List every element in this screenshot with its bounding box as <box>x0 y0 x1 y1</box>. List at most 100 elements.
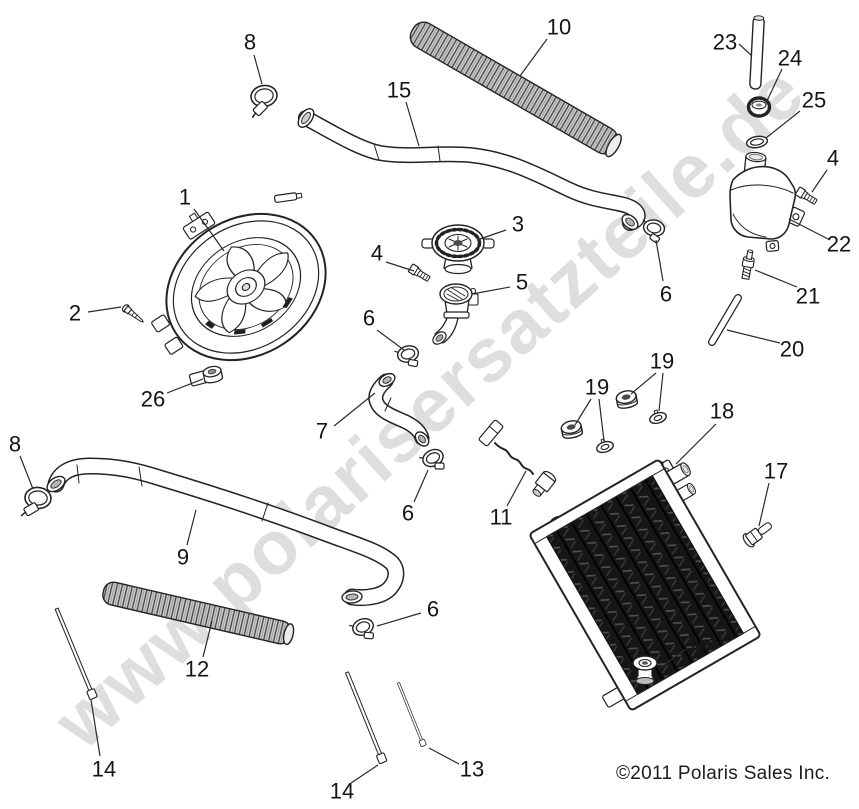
callout-leader-22 <box>788 218 829 240</box>
callout-8: 8 <box>244 30 256 55</box>
callout-leader-8 <box>19 455 34 490</box>
callout-24: 24 <box>778 46 802 71</box>
callout-leader-19 <box>598 398 605 442</box>
mount-grommet <box>559 418 584 441</box>
callout-leader-16 <box>659 648 687 669</box>
mount-washer <box>646 407 669 427</box>
callout-6: 6 <box>402 501 414 526</box>
callout-leader-13 <box>428 747 460 765</box>
coolant-temp-sensor <box>478 419 557 497</box>
callout-17: 17 <box>764 459 788 484</box>
callout-leader-18 <box>675 423 717 465</box>
corrugated-conduit-lower <box>102 581 295 646</box>
callout-14: 14 <box>330 779 354 804</box>
callout-6: 6 <box>363 306 375 331</box>
callout-4: 4 <box>371 241 383 266</box>
overflow-hose <box>708 294 742 346</box>
cable-tie-short <box>395 681 427 748</box>
fan-mount-bolt <box>121 304 144 323</box>
callout-leader-10 <box>519 38 548 77</box>
callout-leader-11 <box>506 470 527 507</box>
callout-5: 5 <box>516 270 528 295</box>
drain-fitting <box>741 249 755 280</box>
callout-20: 20 <box>780 337 804 362</box>
callout-leader-17 <box>758 482 770 527</box>
coolant-reservoir <box>729 151 806 252</box>
callout-leader-1 <box>193 208 225 252</box>
cable-tie-long <box>342 670 388 765</box>
hose-clamp-small <box>393 342 423 372</box>
callout-16: 16 <box>687 630 711 655</box>
callout-14: 14 <box>92 757 116 782</box>
callout-leader-14 <box>90 699 101 757</box>
hose-clamp-small <box>348 615 379 646</box>
callout-leader-4 <box>385 261 415 272</box>
lower-radiator-hose <box>46 457 405 607</box>
callout-leader-20 <box>726 329 781 344</box>
callout-leader-6 <box>376 329 405 351</box>
callout-leader-15 <box>405 101 420 147</box>
callout-19: 19 <box>585 375 609 400</box>
o-ring <box>745 135 769 149</box>
callout-11: 11 <box>490 505 513 530</box>
callout-leader-14 <box>350 764 379 784</box>
cooling-fan <box>151 192 327 387</box>
callout-leader-25 <box>765 110 801 139</box>
callout-6: 6 <box>427 597 439 622</box>
mount-washer <box>593 436 616 456</box>
callout-leader-7 <box>333 392 376 427</box>
callout-1: 1 <box>179 185 191 210</box>
rubber-mount <box>632 655 658 686</box>
callout-18: 18 <box>710 399 734 424</box>
callout-leader-6 <box>413 469 429 503</box>
callout-10: 10 <box>547 15 571 40</box>
cable-tie-long <box>52 606 99 701</box>
callout-leader-19 <box>574 398 592 426</box>
mount-grommet <box>614 388 639 411</box>
callout-leader-3 <box>479 229 507 240</box>
callout-12: 12 <box>185 657 209 682</box>
fan-blades <box>194 246 289 334</box>
hose-clamp-worm <box>243 82 282 122</box>
radiator <box>529 455 761 711</box>
callout-13: 13 <box>460 757 484 782</box>
radiator-bolt <box>742 522 772 548</box>
coolant-hose-elbow <box>368 372 430 447</box>
callout-4: 4 <box>827 146 839 171</box>
fan-spacer <box>202 365 224 384</box>
callout-leader-8 <box>253 54 263 85</box>
callout-leader-12 <box>202 620 213 658</box>
upper-radiator-hose <box>297 108 646 231</box>
reservoir-cap <box>746 96 772 118</box>
callout-leader-6 <box>655 239 664 282</box>
callout-9: 9 <box>177 545 189 570</box>
radiator-cap <box>421 224 495 275</box>
callout-22: 22 <box>827 232 851 257</box>
callout-2: 2 <box>69 301 81 326</box>
callout-8: 8 <box>9 432 21 457</box>
callout-leader-24 <box>765 68 783 104</box>
callout-7: 7 <box>316 419 328 444</box>
callout-6: 6 <box>660 282 672 307</box>
callout-leader-6 <box>376 612 422 627</box>
callout-23: 23 <box>713 30 737 55</box>
corrugated-conduit-upper <box>409 21 622 158</box>
callout-leader-4 <box>811 169 828 193</box>
mount-screw <box>794 186 819 207</box>
callout-leader-26 <box>166 378 204 394</box>
callout-25: 25 <box>802 88 826 113</box>
callout-3: 3 <box>512 212 524 237</box>
callout-15: 15 <box>387 78 411 103</box>
mount-screw <box>407 263 432 284</box>
callout-leader-23 <box>738 43 753 57</box>
copyright-notice: ©2011 Polaris Sales Inc. <box>616 763 831 784</box>
callout-leader-9 <box>186 509 197 546</box>
callout-21: 21 <box>796 284 820 309</box>
callout-19: 19 <box>650 349 674 374</box>
callout-leader-19 <box>630 372 657 395</box>
callout-leader-2 <box>87 306 122 313</box>
hose-clamp-worm <box>17 485 53 522</box>
